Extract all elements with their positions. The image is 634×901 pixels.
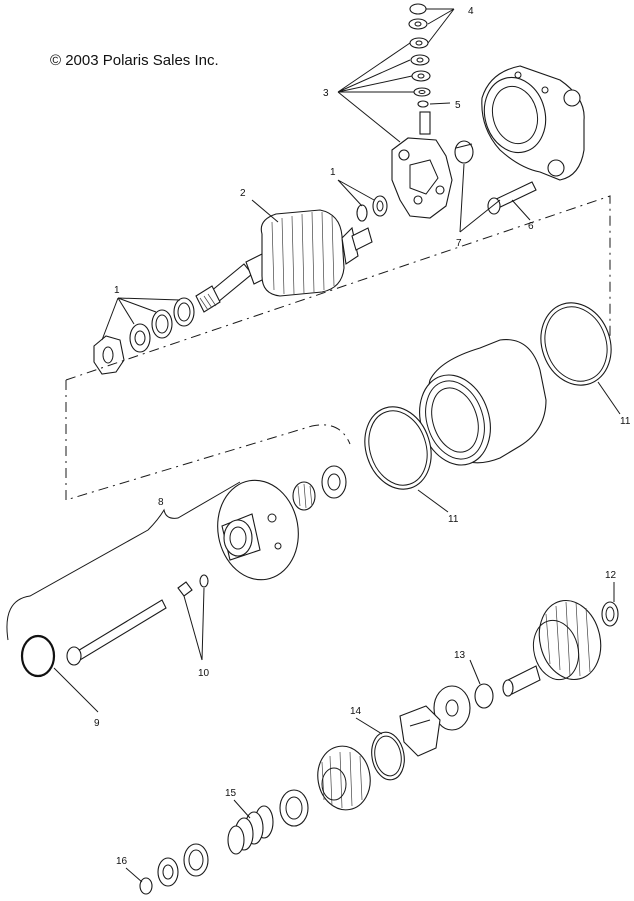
callout-4: 4 [468,6,474,17]
snap-ring-left [20,634,56,678]
callout-12: 12 [605,570,617,581]
callout-13: 13 [454,650,466,661]
ring-12 [601,601,619,627]
washer-14-plate [399,685,471,757]
collar [279,789,309,827]
callout-1-upper: 1 [330,167,336,178]
motor-yoke [419,339,547,466]
callout-11-right: 11 [620,416,631,427]
brush-holder [391,111,453,219]
bushing [454,140,474,164]
bearings [292,465,347,511]
nut-stack [408,3,431,108]
callout-10: 10 [198,668,210,679]
o-ring-middle [364,406,432,490]
armature [195,209,373,313]
ring-13 [474,683,494,709]
callout-numbers: 4 3 5 1 2 6 7 1 11 11 8 10 9 12 13 14 15… [94,6,631,867]
o-ring-large-right [540,302,612,386]
washer-16 [139,857,179,895]
copyright-notice: © 2003 Polaris Sales Inc. [50,52,219,69]
callout-15: 15 [225,788,237,799]
front-housing [217,479,299,581]
callout-7: 7 [456,238,462,249]
drive-gear-shaft [502,599,602,697]
stop-ring [183,843,209,877]
long-bolt [66,574,209,666]
callout-1-lower: 1 [114,285,120,296]
spring-ring-14 [371,731,405,781]
pinion-gear [317,745,371,811]
leader-lines [53,8,621,883]
washer-set-upper [356,195,388,222]
assembly-outline [65,195,611,501]
washer-set-lower [93,297,195,375]
spring-15 [227,805,274,855]
callout-3: 3 [323,88,329,99]
end-cap-housing [481,65,585,181]
callout-11-middle: 11 [448,514,459,525]
callout-2: 2 [240,188,246,199]
callout-9: 9 [94,718,100,729]
bracket-8 [6,481,241,641]
callout-6: 6 [528,221,534,232]
callout-8: 8 [158,497,164,508]
callout-16: 16 [116,856,128,867]
through-bolt-short [487,181,537,215]
callout-14: 14 [350,706,362,717]
callout-5: 5 [455,100,461,111]
